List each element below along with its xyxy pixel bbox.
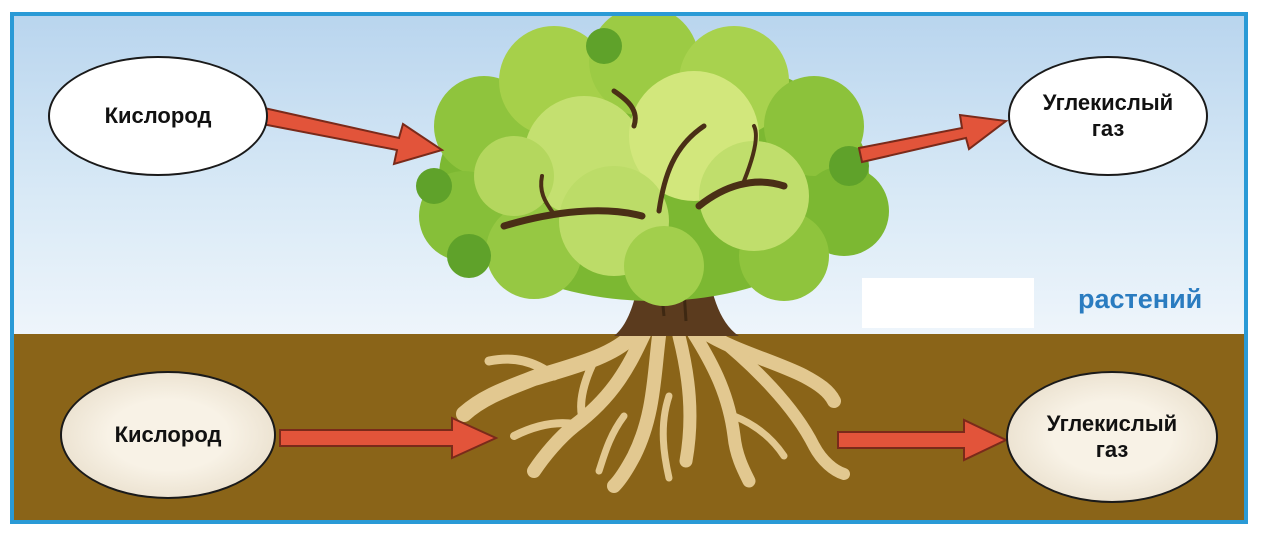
co2-soil-node: Углекислый газ [1006, 371, 1218, 503]
arrow-right-icon [859, 115, 1006, 162]
arrow-right-icon [262, 108, 442, 164]
gas-exchange-diagram: Кислород Углекислый газ Кислород Углекис… [10, 12, 1248, 524]
oxygen-air-node: Кислород [48, 56, 268, 176]
tree-crown [416, 16, 889, 306]
co2-air-node: Углекислый газ [1008, 56, 1208, 176]
arrow-right-icon [838, 420, 1006, 460]
caption-text: растений [1078, 284, 1202, 315]
roots-illustration [464, 332, 844, 486]
arrow-right-icon [280, 418, 496, 458]
blank-answer-box [862, 278, 1034, 328]
oxygen-soil-node: Кислород [60, 371, 276, 499]
